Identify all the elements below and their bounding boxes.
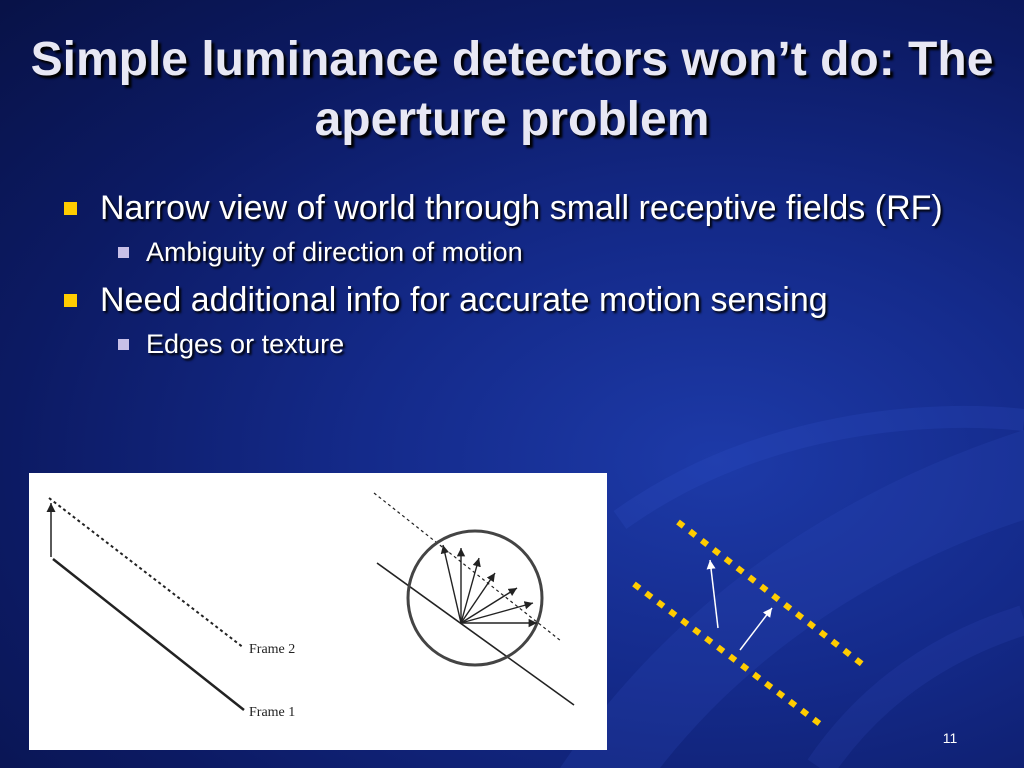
square-bullet-icon: [118, 339, 129, 350]
square-bullet-icon: [64, 202, 77, 215]
bullet-text: Need additional info for accurate motion…: [100, 281, 828, 319]
aperture-figure: Frame 2 Frame 1: [29, 473, 607, 750]
dotted-edge-lower: [632, 581, 822, 727]
frame2-edge: [48, 497, 245, 649]
frame1-label: Frame 1: [249, 705, 295, 720]
aperture-diagram: Frame 2 Frame 1: [46, 492, 575, 720]
edge-solid: [376, 562, 575, 706]
velocity-arrows: [440, 544, 537, 628]
slide-title: Simple luminance detectors won’t do: The…: [30, 33, 994, 146]
square-bullet-icon: [118, 247, 129, 258]
frame1-edge: [52, 558, 245, 711]
aperture-circle: [406, 529, 544, 667]
bullet-item: Need additional info for accurate motion…: [62, 278, 962, 322]
bullet-list: Narrow view of world through small recep…: [62, 186, 962, 370]
frame2-label: Frame 2: [249, 642, 295, 657]
sub-bullet-text: Ambiguity of direction of motion: [146, 237, 523, 267]
dotted-edge-upper: [676, 519, 864, 667]
bullet-item: Narrow view of world through small recep…: [62, 186, 962, 230]
dotted-edges-diagram: [632, 519, 864, 727]
sub-bullet-text: Edges or texture: [146, 329, 345, 359]
page-number: 11: [942, 730, 958, 746]
motion-arrow-diagonal: [739, 607, 773, 651]
edge-dashed: [373, 492, 562, 642]
bullet-text: Narrow view of world through small recep…: [100, 189, 943, 227]
sub-bullet-item: Ambiguity of direction of motion: [62, 234, 962, 270]
square-bullet-icon: [64, 294, 77, 307]
motion-arrow-vertical: [706, 559, 719, 629]
sub-bullet-item: Edges or texture: [62, 326, 962, 362]
